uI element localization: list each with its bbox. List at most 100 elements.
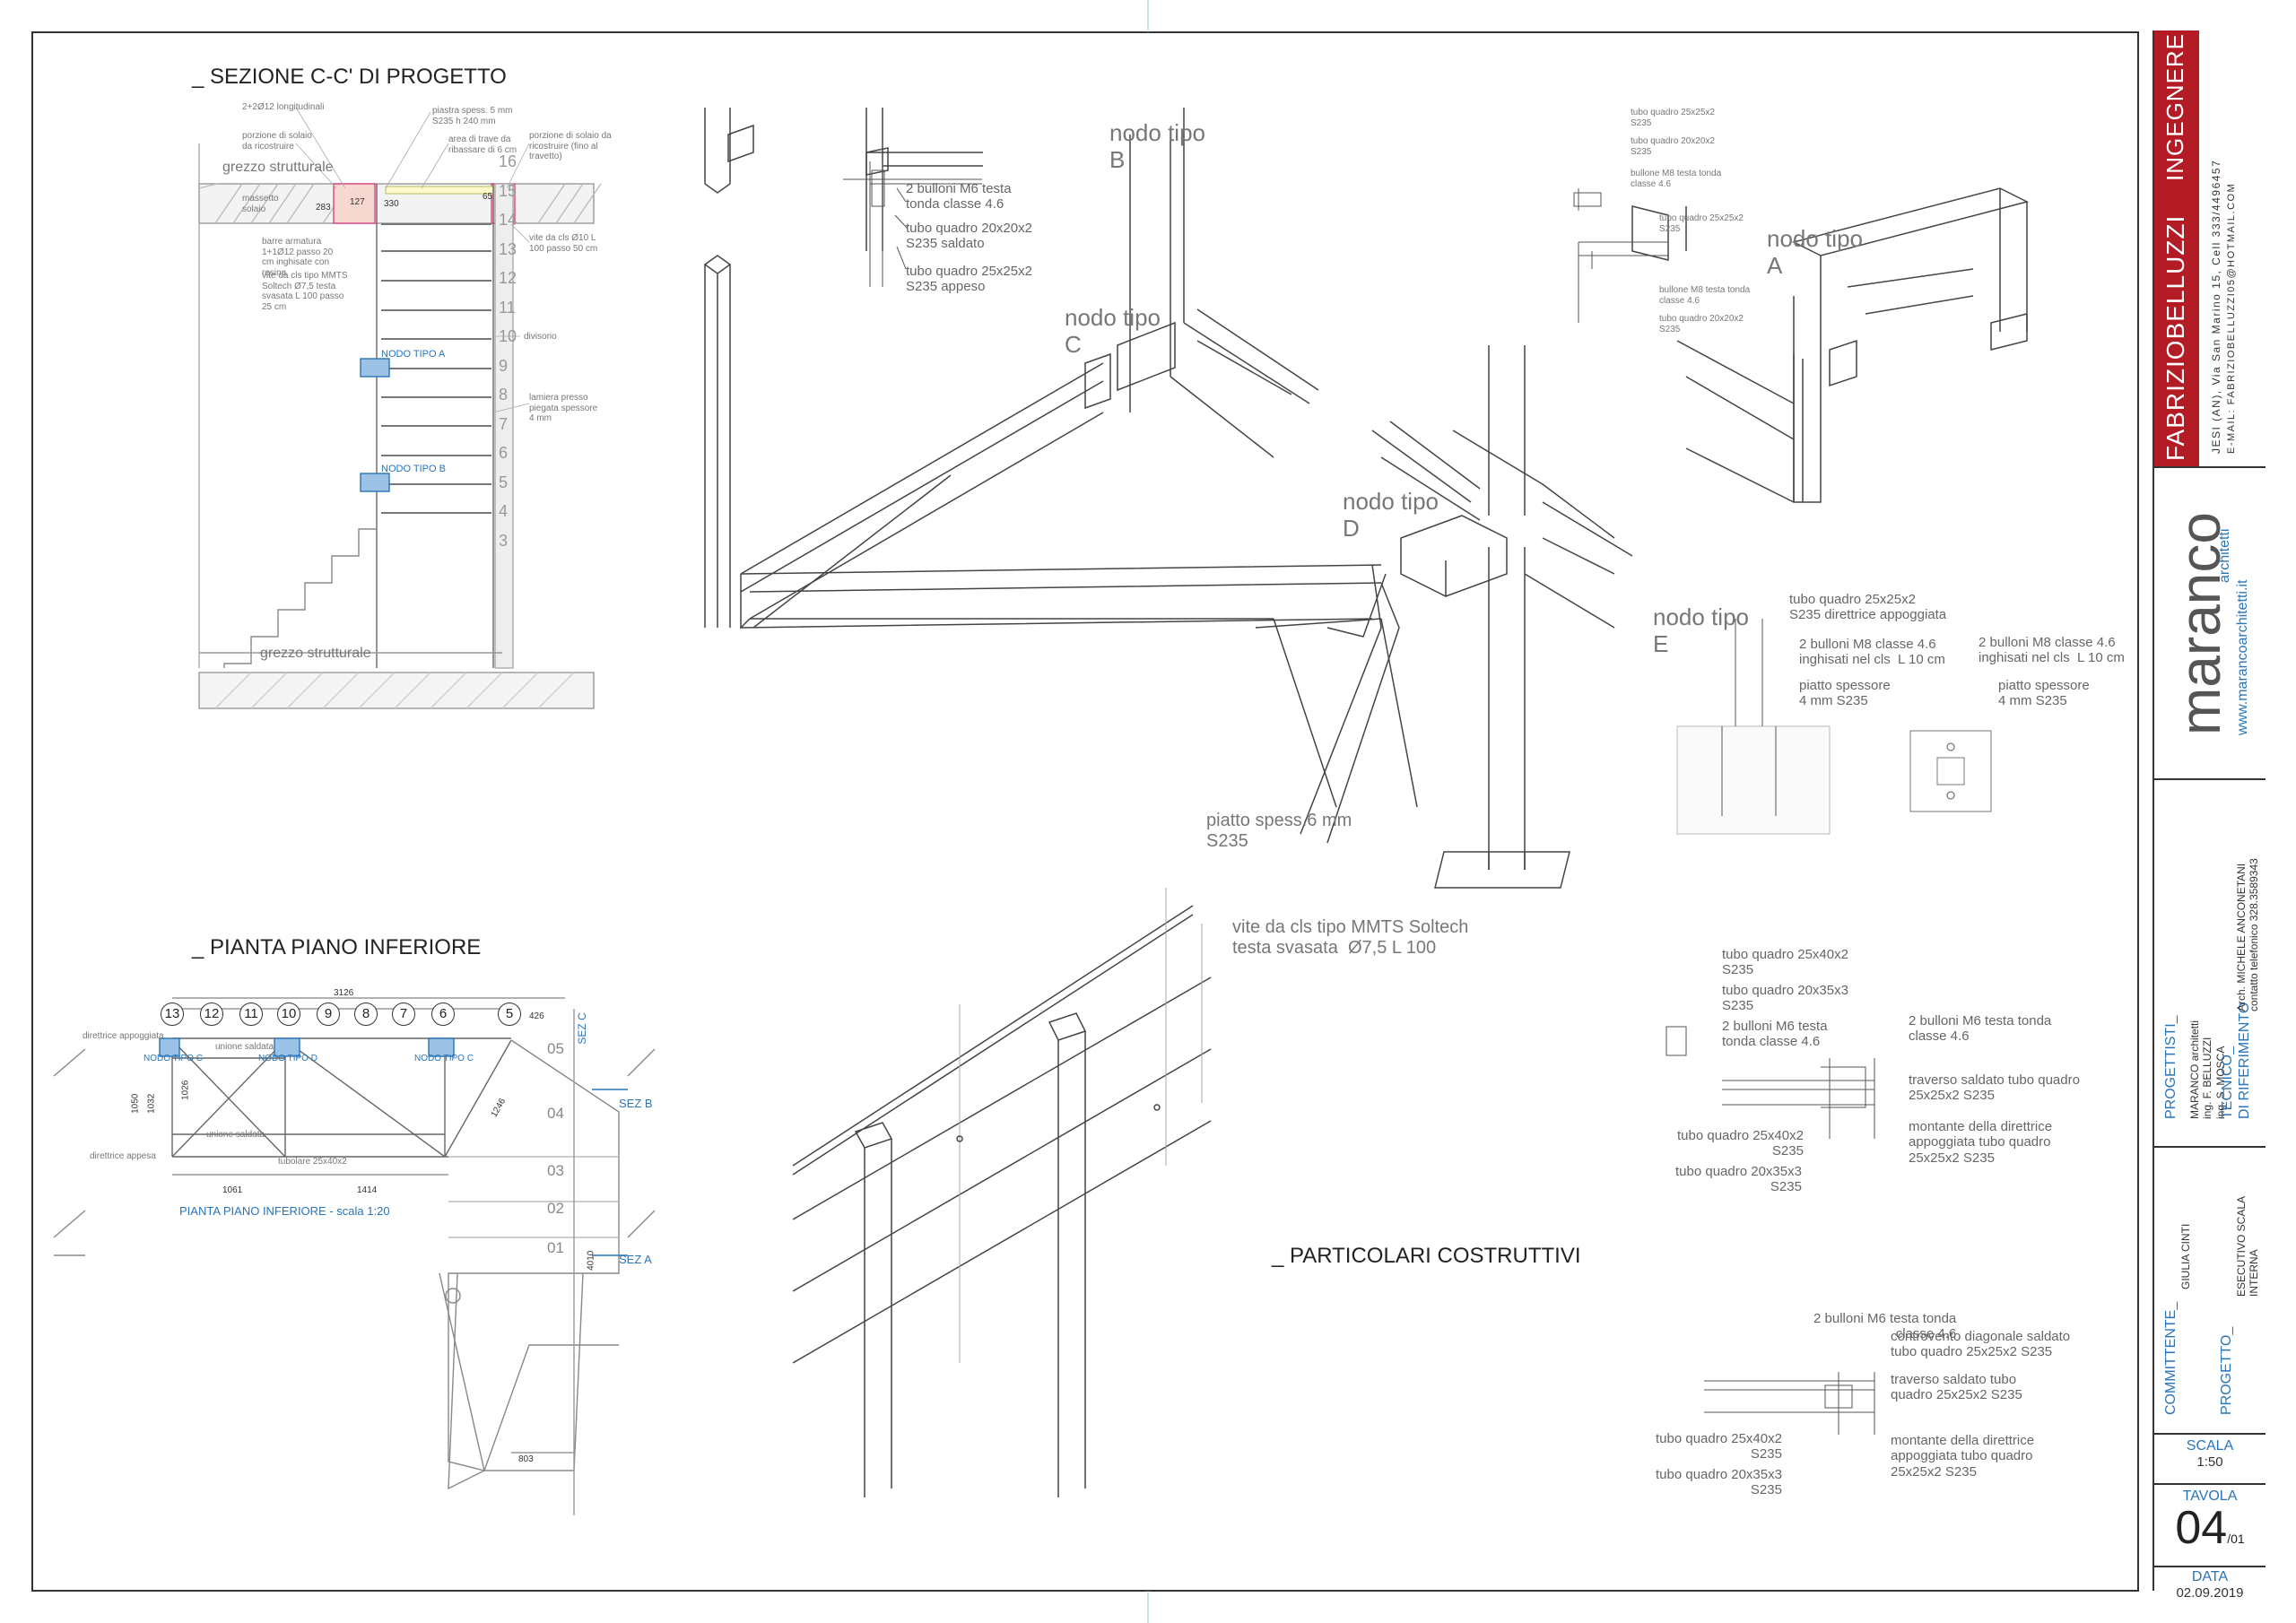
step-number: 11 [499,298,516,317]
plan-axis-marker: 7 [392,1002,415,1026]
callout-d2-traverso: traverso saldato tubo quadro 25x25x2 S23… [1891,1372,2022,1403]
plan-label-unione-1: unione saldata [215,1042,274,1052]
firm-address: JESI (AN), Via San Marino 15, Cell 333/4… [2210,159,2222,454]
label-grezzo-top: grezzo strutturale [222,160,334,175]
tavola-sub: /01 [2227,1532,2245,1546]
plan-step-label: 02 [547,1200,564,1217]
note-massetto: massetto solaio [242,194,279,214]
detail-sketches [843,161,1992,1435]
firm-red-band [2154,30,2199,466]
tavola-cell: TAVOLA 04/01 [2154,1483,2266,1567]
node-label-e: nodo tipo E [1653,603,1749,657]
plan-label-tubolare: tubolare 25x40x2 [278,1157,347,1167]
firm-role: INGEGNERE [2161,32,2188,181]
callout-e-tube: tubo quadro 25x25x2 S235 direttrice appo… [1789,592,1947,623]
plan-dim-left-c: 1026 [180,1080,191,1100]
callout-d1-tube: tubo quadro 25x40x2 S235 [1722,947,1848,978]
plan-dim-left-a: 1050 [130,1093,141,1114]
data-label: DATA [2191,1569,2229,1584]
step-number: 8 [499,386,509,404]
callout-d2-controvento: controvento diagonale saldato tubo quadr… [1891,1329,2071,1360]
scala-label: SCALA [2186,1438,2234,1454]
callout-d1-tube-left2: tubo quadro 20x35x3 S235 [1675,1164,1802,1195]
callout-d2-tube2: tubo quadro 20x35x3 S235 [1656,1467,1782,1498]
callout-d1-tube-left: tubo quadro 25x40x2 S235 [1677,1128,1804,1159]
callout-d1-montante: montante della direttrice appoggiata tub… [1909,1119,2053,1166]
plan-axis-marker: 9 [317,1002,340,1026]
step-number: 5 [499,473,509,491]
plan-label-direttrice-appoggiata: direttrice appoggiata [83,1031,164,1041]
dim-127: 127 [350,197,365,207]
step-number: 4 [499,502,509,520]
committente-label: COMMITTENTE_ [2163,1301,2179,1415]
note-divisorio: divisorio [524,332,557,342]
plan-step-label: 01 [547,1239,564,1256]
node-label-c: nodo tipo C [1065,304,1161,358]
callout-plate-6mm: piatto spess.6 mm S235 [1206,811,1352,851]
progetto-label: PROGETTO_ [2219,1326,2234,1415]
callout-a1: tubo quadro 25x25x2 S235 [1631,108,1715,128]
data-cell: DATA 02.09.2019 [2154,1566,2266,1601]
callout-d2-montante: montante della direttrice appoggiata tub… [1891,1433,2035,1480]
step-number: 3 [499,531,509,550]
note-longitudinal: 2+2Ø12 longitudinali [242,102,325,112]
website-link[interactable]: www.marancoarchitetti.it [2235,579,2250,735]
plan-drawing [53,997,656,1515]
data-value: 02.09.2019 [2176,1585,2244,1601]
plan-caption: PIANTA PIANO INFERIORE - scala 1:20 [179,1204,390,1218]
plan-node-tag-c2: NODO TIPO C [414,1054,474,1063]
callout-d1-tube2: tubo quadro 20x35x3 S235 [1722,983,1848,1014]
plan-step-label: 03 [547,1162,564,1179]
scala-cell: SCALA 1:50 [2154,1433,2266,1485]
committente-name: GIULIA CINTI [2179,1223,2192,1289]
note-lamiera: lamiera presso piegata spessore 4 mm [529,393,598,423]
section-cc-title: _ SEZIONE C-C' DI PROGETTO [192,65,507,89]
step-number: 12 [499,269,517,287]
plan-node-tag-d: NODO TIPO D [258,1054,317,1063]
plan-sez-b: SEZ B [619,1097,653,1110]
callout-b-bolts: 2 bulloni M6 testa tonda classe 4.6 [906,181,1012,213]
callout-d2-bolts: 2 bulloni M6 testa tonda classe 4.6 [1813,1311,1957,1342]
callout-e-bolts-left: 2 bulloni M8 classe 4.6 inghisati nel cl… [1799,637,1945,668]
callout-e-plate-left: piatto spessore 4 mm S235 [1799,678,1891,709]
firm-email: E-MAIL: FABRIZIOBELLUZZI05@HOTMAIL.COM [2226,182,2237,454]
label-grezzo-bottom: grezzo strutturale [260,646,371,661]
plan-dim-total: 3126 [334,988,354,998]
callout-e-plate-right: piatto spessore 4 mm S235 [1998,678,2090,709]
plan-step-label: 04 [547,1105,564,1122]
dim-330: 330 [384,199,399,209]
step-number: 6 [499,444,509,462]
dim-65: 65 [483,192,493,202]
callout-a3: bullone M8 testa tonda classe 4.6 [1631,169,1722,189]
scala-value: 1:50 [2196,1454,2223,1470]
step-number: 7 [499,414,509,433]
logo-cell: maranco architetti www.marancoarchitetti… [2154,466,2266,780]
callout-d1-bolts: 2 bulloni M6 testa tonda classe 4.6 [1722,1019,1828,1050]
plan-axis-marker: 8 [354,1002,378,1026]
plan-dim-height: 4010 [586,1250,596,1271]
plan-axis-marker: 6 [431,1002,455,1026]
logo-sub: architetti [2217,528,2232,583]
plan-title: _ PIANTA PIANO INFERIORE [192,935,482,959]
plan-axis-marker: 5 [498,1002,521,1026]
callout-b-tube1: tubo quadro 20x20x2 S235 saldato [906,221,1032,252]
callout-b-tube2: tubo quadro 25x25x2 S235 appeso [906,264,1032,295]
step-number: 13 [499,239,517,258]
callout-d1-bolts-right: 2 bulloni M6 testa tonda classe 4.6 [1909,1013,2052,1045]
note-plate: piastra spess. 5 mm S235 h 240 mm [432,106,513,126]
callout-a6: tubo quadro 20x20x2 S235 [1659,314,1744,334]
plan-axis-marker: 11 [239,1002,263,1026]
note-screw-10: vite da cls Ø10 L 100 passo 50 cm [529,233,598,254]
callout-e-bolts-right: 2 bulloni M8 classe 4.6 inghisati nel cl… [1979,635,2125,666]
section-cc-drawing [198,107,602,709]
node-b-tag: NODO TIPO B [381,464,446,474]
tecnico-label: TECNICO_ DI RIFERIMENTO [2220,1002,2253,1119]
plan-axis-marker: 12 [200,1002,223,1026]
step-number: 16 [499,152,517,170]
dim-283: 283 [316,203,331,213]
isometric-structure [703,108,2030,1497]
plan-step-label: 05 [547,1040,564,1057]
note-screw: vite da cls tipo MMTS Soltech Ø7,5 testa… [262,271,348,312]
